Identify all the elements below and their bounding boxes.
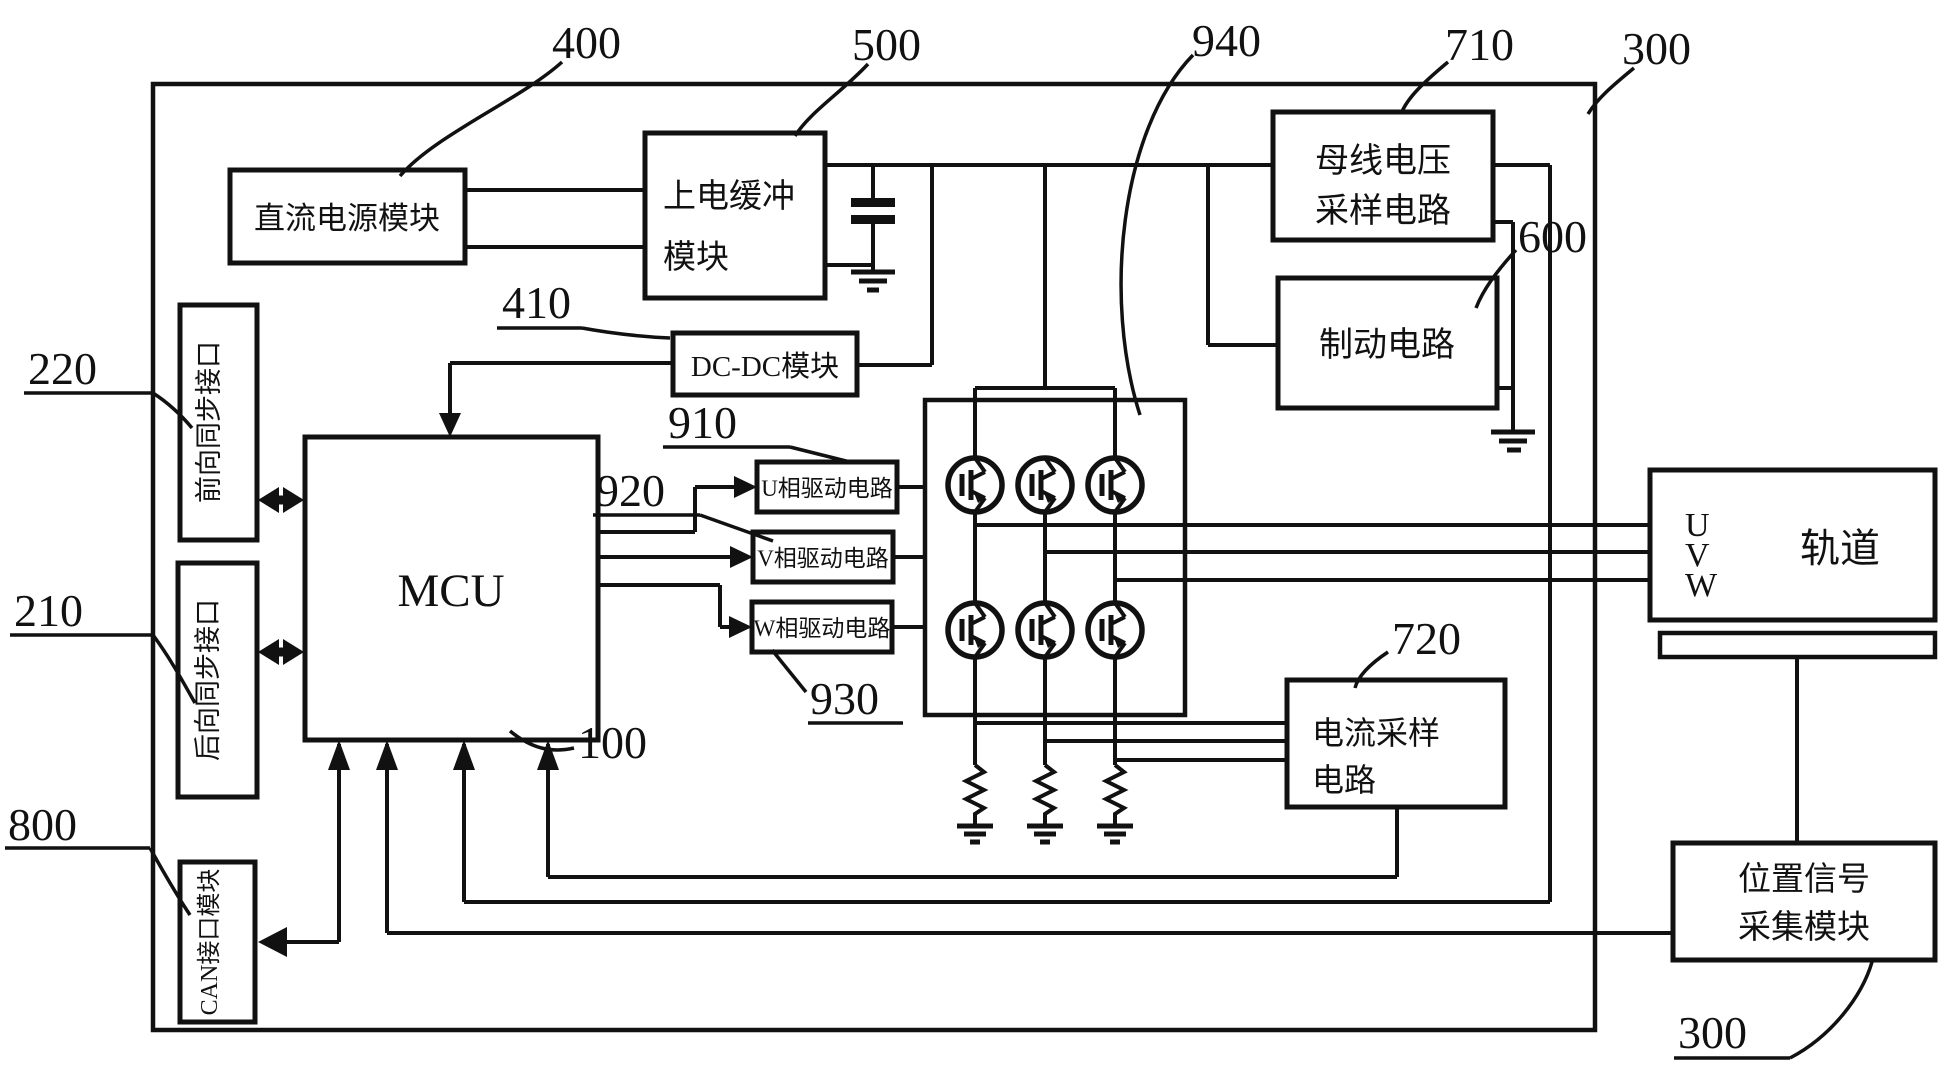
igbt-bridge-transistors <box>945 455 1145 660</box>
current-sampling-label-line1: 电流采样 <box>1312 715 1440 751</box>
ref-500-leader <box>793 62 870 137</box>
ref-500: 500 <box>852 19 921 70</box>
ref-300-bottom-leader <box>1789 961 1874 1060</box>
w-phase-driver-label: W相驱动电路 <box>754 616 891 641</box>
power-on-buffer-label-line1: 上电缓冲 <box>663 178 795 215</box>
ref-710: 710 <box>1445 19 1514 70</box>
u-phase-driver-label: U相驱动电路 <box>761 476 893 501</box>
v-phase-driver-label: V相驱动电路 <box>757 546 889 571</box>
bus-voltage-sampling-label-line1: 母线电压 <box>1315 142 1451 180</box>
ref-720: 720 <box>1392 613 1461 664</box>
ref-400: 400 <box>552 17 621 68</box>
position-signal-label-line1: 位置信号 <box>1738 861 1870 898</box>
arrow-left-into-can-icon <box>258 927 287 957</box>
dc-power-module-label: 直流电源模块 <box>254 201 440 236</box>
u-phase-driver-box <box>754 459 900 515</box>
ref-920: 920 <box>596 465 665 516</box>
dc-power-module-box <box>227 167 468 266</box>
ref-220-leader <box>152 391 194 430</box>
transistor-icon <box>1085 600 1145 660</box>
v-phase-driver-box <box>750 529 896 585</box>
ref-600: 600 <box>1518 211 1587 262</box>
back-sync-interface-label: 后向同步接口 <box>193 599 223 761</box>
ref-940: 940 <box>1192 15 1261 66</box>
ref-210-leader <box>151 633 197 704</box>
position-signal-label-line2: 采集模块 <box>1738 909 1870 946</box>
ref-100: 100 <box>578 717 647 768</box>
ref-300-bottom: 300 <box>1678 1007 1747 1058</box>
reference-labels: 400 500 940 710 300 600 410 910 920 930 … <box>5 15 1874 1060</box>
current-sampling-box <box>1284 677 1508 810</box>
arrow-up-into-mcu-position-icon <box>376 740 398 770</box>
track-box <box>1647 467 1938 623</box>
ref-410-leader <box>581 326 671 340</box>
resistor-icon <box>957 763 993 845</box>
resistor-icon <box>1027 763 1063 845</box>
ground-icon <box>851 269 895 293</box>
ref-220: 220 <box>28 343 97 394</box>
dcdc-module-box <box>670 330 860 398</box>
ref-410: 410 <box>502 277 571 328</box>
ref-710-leader <box>1399 60 1450 115</box>
arrow-into-w-driver-icon <box>729 616 752 638</box>
ground-icon <box>1491 429 1535 453</box>
position-signal-module-box <box>1670 840 1938 963</box>
bus-voltage-sampling-box <box>1270 109 1496 243</box>
resistor-icon <box>1097 763 1133 845</box>
ref-600-leader <box>1474 248 1518 309</box>
can-interface-module-label: CAN接口模块 <box>196 869 223 1016</box>
mcu-box <box>302 434 601 743</box>
ref-400-leader <box>398 60 564 178</box>
transistor-icon <box>945 455 1005 515</box>
ref-100-leader <box>508 729 575 752</box>
ref-910: 910 <box>668 397 737 448</box>
power-on-buffer-label-line2: 模块 <box>663 239 729 276</box>
w-phase-driver-box <box>749 599 895 655</box>
transistor-icon <box>1085 455 1145 515</box>
arrow-up-into-mcu-current-icon <box>537 740 559 770</box>
ref-800-leader <box>148 847 192 916</box>
track-label: 轨道 <box>1800 526 1880 571</box>
track-phase-u-label: U <box>1685 507 1710 544</box>
brake-circuit-box <box>1275 275 1500 411</box>
track-phase-v-label: V <box>1685 537 1710 574</box>
current-sampling-label-line2: 电路 <box>1312 762 1376 798</box>
ref-940-leader <box>1119 53 1195 416</box>
controller-enclosure-box <box>150 81 1598 1033</box>
ref-920-leader <box>699 513 774 543</box>
arrowheads <box>258 413 757 957</box>
transistor-icon <box>1015 600 1075 660</box>
shunt-resistors <box>957 763 1133 845</box>
igbt-bridge-box <box>922 397 1188 718</box>
bus-capacitor-icon <box>851 198 895 224</box>
transistor-icon <box>1015 455 1075 515</box>
transistor-icon <box>945 600 1005 660</box>
dcdc-module-label: DC-DC模块 <box>691 350 839 383</box>
bus-voltage-sampling-label-line2: 采样电路 <box>1315 192 1451 230</box>
arrow-into-v-driver-icon <box>730 546 753 568</box>
can-interface-module-box <box>177 859 258 1025</box>
ref-720-leader <box>1353 650 1389 689</box>
ref-210: 210 <box>14 585 83 636</box>
arrow-down-into-mcu-icon <box>439 413 461 437</box>
brake-circuit-label: 制动电路 <box>1319 326 1455 364</box>
mcu-label: MCU <box>397 565 504 617</box>
back-sync-interface-box <box>175 560 260 800</box>
ref-930: 930 <box>810 673 879 724</box>
track-rail-bar <box>1657 630 1938 660</box>
wires <box>262 163 1799 944</box>
power-on-buffer-module-box <box>642 130 828 301</box>
ref-300-top-leader <box>1586 66 1636 115</box>
arrow-up-into-mcu-can-icon <box>328 740 350 770</box>
ref-800: 800 <box>8 799 77 850</box>
front-sync-interface-label: 前向同步接口 <box>194 341 224 503</box>
track-phase-w-label: W <box>1685 567 1718 604</box>
ref-300-top: 300 <box>1622 23 1691 74</box>
sync-double-arrows <box>258 487 304 665</box>
ref-910-leader <box>789 445 851 464</box>
ref-930-leader <box>770 648 808 694</box>
arrow-up-into-mcu-busvolt-icon <box>453 740 475 770</box>
front-sync-interface-box <box>177 302 260 543</box>
arrow-into-u-driver-icon <box>734 476 757 498</box>
